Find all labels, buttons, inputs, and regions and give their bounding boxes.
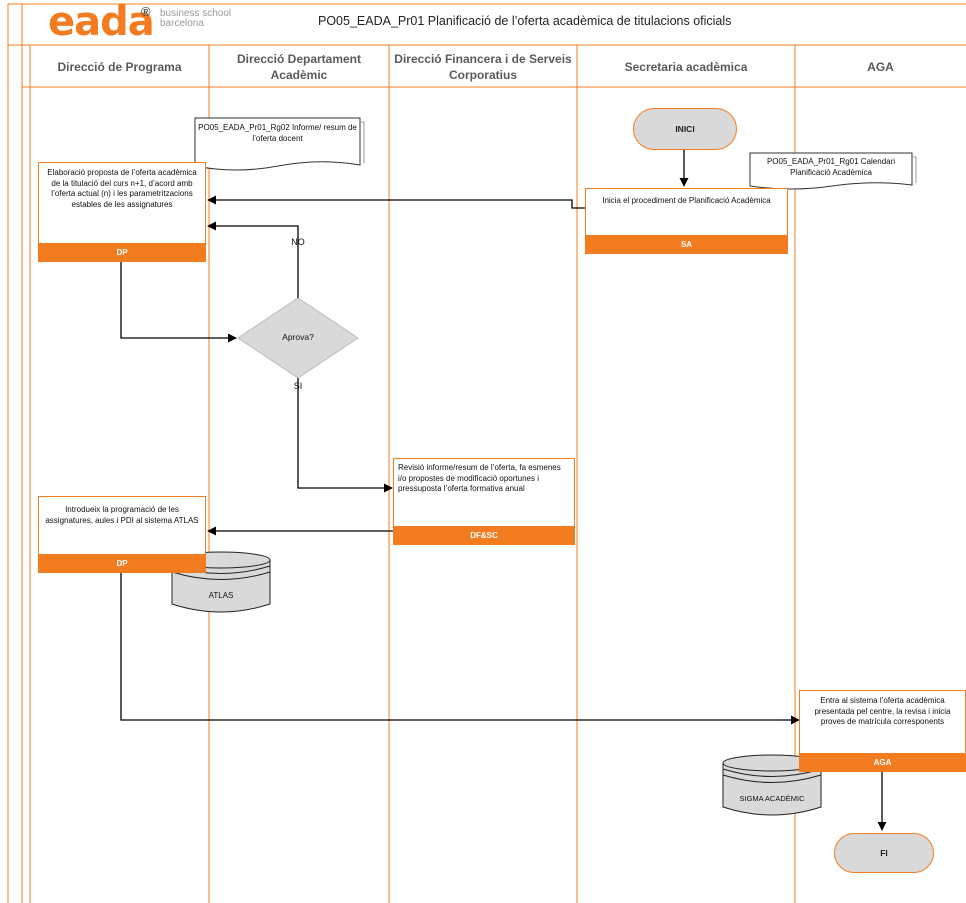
document-calendari-label: PO05_EADA_Pr01_Rg01 Calendari Planificac… [766,157,896,177]
process-box-dp-atlas: Introdueix la programació de les assigna… [38,496,206,573]
database-atlas-label: ATLAS [208,591,234,600]
logo-subtitle-line2: barcelona [160,18,204,29]
process-text-dp-proposta: Elaboració proposta de l’oferta acadèmic… [47,168,197,209]
lane-header-direccio-programa: Direcció de Programa [57,60,182,74]
registered-mark: ® [141,4,151,19]
logo-subtitle: business school barcelona [160,9,231,29]
role-badge-dfsc: DF&SC [393,526,575,545]
process-text-dfsc: Revisió informe/resum de l’oferta, fa es… [398,463,561,493]
lane-header-departament-academic: Direcció Departament Acadèmic [236,52,362,82]
role-badge-sa: SA [585,235,788,254]
role-badge-aga: AGA [799,753,966,772]
database-sigma-label: SIGMA ACADÈMIC [739,794,805,803]
page-title: PO05_EADA_Pr01 Planificació de l’oferta … [318,14,732,28]
role-badge-dp-2: DP [38,554,206,573]
process-box-aga: Entra al sistema l’oferta acadèmica pres… [799,690,966,772]
role-badge-dp: DP [38,243,206,262]
connector-sa-to-dp [207,195,585,209]
connector-decision-no [207,221,299,298]
process-box-dfsc: Revisió informe/resum de l’oferta, fa es… [393,458,575,545]
lane-header-secretaria-academica: Secretaria acadèmica [624,60,748,74]
branch-label-no: NO [291,237,305,247]
document-shape-informe [194,117,361,171]
database-sigma-shape [722,754,822,816]
connector-dp-to-aga [120,573,800,725]
lane-header-aga: AGA [867,60,894,74]
process-text-aga: Entra al sistema l’oferta acadèmica pres… [814,696,951,726]
end-terminal: FI [834,833,934,873]
document-informe-label: PO05_EADA_Pr01_Rg02 Informe/ resum de l’… [198,123,357,143]
decision-label: Aprova? [282,332,314,342]
process-text-dp-atlas: Introdueix la programació de les assigna… [45,505,199,525]
process-box-dp-proposta: Elaboració proposta de l’oferta acadèmic… [38,162,206,262]
start-terminal: INICI [633,108,737,150]
process-text-sa: Inicia el procediment de Planificació Ac… [602,196,771,205]
eada-logo: eada [48,0,155,45]
connector-dp-to-decision [120,262,237,343]
lane-header-direccio-financera: Direcció Financera i de Serveis Corporat… [394,52,572,82]
process-box-sa: Inicia el procediment de Planificació Ac… [585,188,788,254]
connector-decision-si [297,378,393,493]
logo-subtitle-line1: business school [160,8,232,19]
branch-label-si: SI [293,381,303,391]
